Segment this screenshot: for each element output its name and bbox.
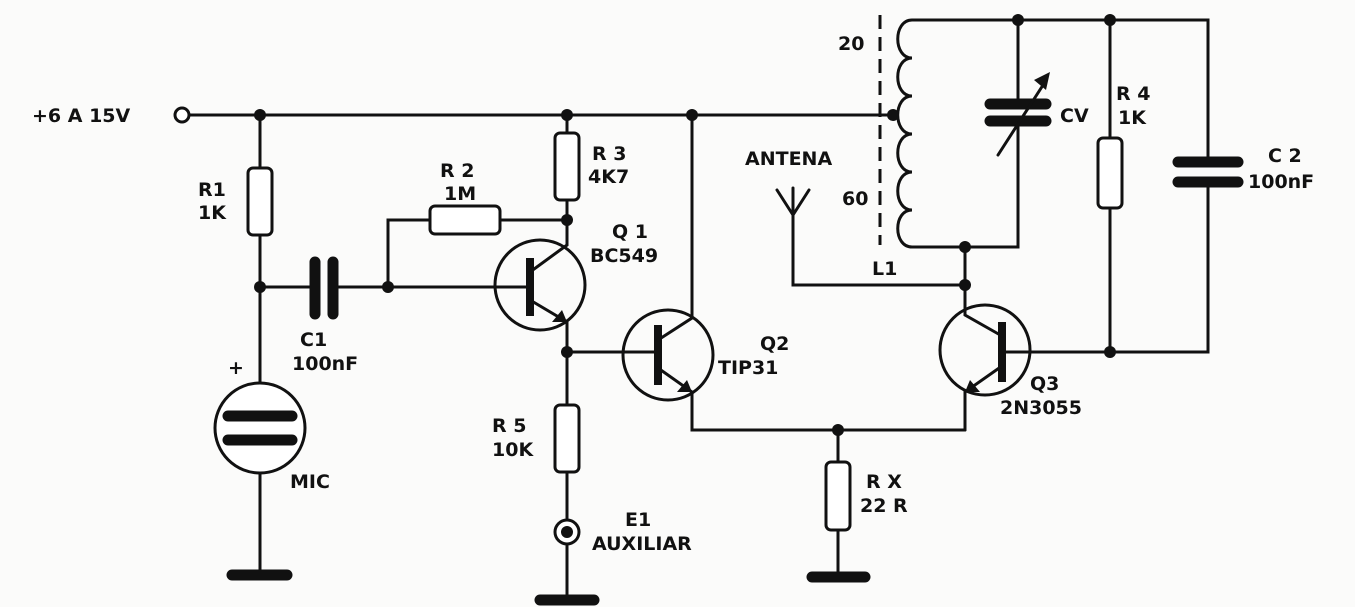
resistor-r5 [553, 403, 581, 474]
e1-value: AUXILIAR [592, 533, 692, 555]
r2-wire [386, 218, 569, 289]
supply-label: +6 A 15V [32, 105, 131, 127]
transistor-q1 [493, 238, 587, 332]
r3-value: 4K7 [588, 166, 629, 188]
q1-emitter-arrow [552, 310, 567, 322]
q3-name: Q3 [1030, 373, 1059, 395]
supply-terminal [173, 106, 191, 124]
antenna-icon [775, 186, 967, 287]
e1-name: E1 [625, 509, 651, 531]
q1-value: BC549 [590, 245, 658, 267]
l1-coil [896, 18, 1210, 354]
c1-name: C1 [300, 329, 327, 351]
microphone [213, 381, 307, 475]
resistor-r3 [553, 131, 581, 202]
r2-name: R 2 [440, 160, 474, 182]
r1-value: 1K [198, 202, 227, 224]
transistor-q2 [621, 308, 715, 402]
rx-name: R X [866, 471, 902, 493]
transistor-q3 [938, 303, 1032, 397]
cv-name: CV [1060, 105, 1089, 127]
l1-tap-top: 20 [838, 33, 864, 55]
cv-arrow [996, 80, 1047, 157]
q2-value: TIP31 [718, 357, 778, 379]
rx-value: 22 R [860, 495, 908, 517]
r5-name: R 5 [492, 415, 526, 437]
r4-value: 1K [1118, 107, 1147, 129]
resistor-r4 [1096, 136, 1124, 210]
mic-name: MIC [290, 471, 330, 493]
q3-value: 2N3055 [1000, 397, 1082, 419]
c2-value: 100nF [1248, 171, 1314, 193]
q2-emitter-arrow [677, 380, 692, 392]
q3-emitter-arrow [965, 380, 980, 392]
l1-name: L1 [872, 258, 897, 280]
r3-name: R 3 [592, 143, 626, 165]
c2-name: C 2 [1268, 145, 1302, 167]
r5-value: 10K [492, 439, 534, 461]
q2-leads [656, 113, 967, 432]
r4-name: R 4 [1116, 83, 1150, 105]
resistor-rx [824, 460, 852, 532]
q2-name: Q2 [760, 333, 789, 355]
c1-value: 100nF [292, 353, 358, 375]
l1-tap-bottom: 60 [842, 188, 868, 210]
resistor-r2 [428, 204, 502, 236]
cv-arrow-head [1034, 72, 1050, 90]
r1-name: R1 [198, 179, 226, 201]
resistor-r1 [246, 166, 274, 237]
antenna-label: ANTENA [745, 148, 832, 170]
junction-nodes [254, 14, 1116, 436]
jack-center [561, 526, 573, 538]
q1-name: Q 1 [612, 221, 648, 243]
r2-value: 1M [444, 183, 476, 205]
mic-polarity: + [228, 357, 244, 379]
